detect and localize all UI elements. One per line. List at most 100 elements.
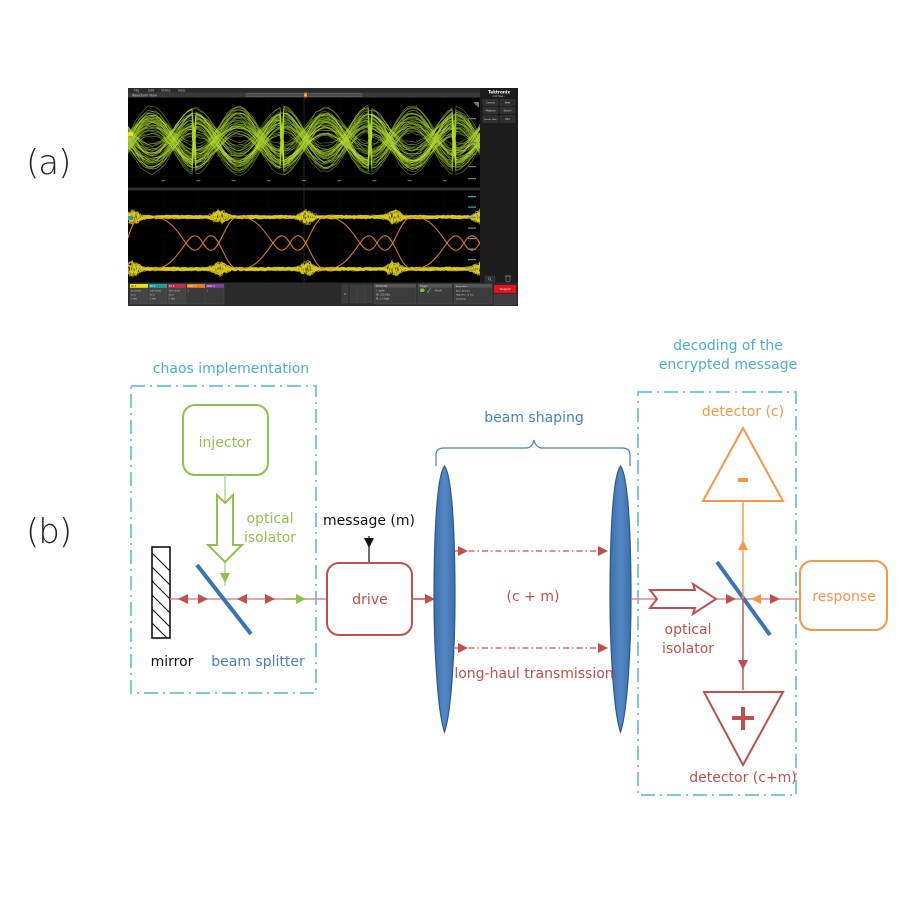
- channel-2-marker[interactable]: [128, 216, 133, 220]
- voltage-tick-label: [468, 206, 476, 208]
- menu-help[interactable]: Help: [178, 89, 185, 93]
- beam-splitter-1[interactable]: [195, 563, 253, 636]
- pane-corner-icon[interactable]: [473, 102, 479, 108]
- trigger-badge-header: [418, 284, 452, 288]
- lens-2[interactable]: [609, 464, 632, 734]
- add-new-channel-buttons: 8: [341, 284, 373, 304]
- channel-badge-value: 200 mV/div: [150, 291, 162, 293]
- measure-button[interactable]: [482, 107, 499, 114]
- lens-1[interactable]: [433, 464, 456, 734]
- transmission-ray-lower-start-arrow: [458, 643, 468, 653]
- channel-badge-math-1[interactable]: Math 11: [186, 283, 206, 305]
- note-button[interactable]: [499, 99, 516, 106]
- message-arrowhead: [364, 538, 374, 548]
- results-table-button[interactable]: [482, 115, 499, 123]
- decoding-title-line1: decoding of the: [673, 338, 783, 354]
- zoom-icon[interactable]: [484, 275, 496, 283]
- menu-utility[interactable]: Utility: [161, 89, 170, 93]
- rail-trace: [128, 258, 481, 276]
- channel-badge-value: 50 Ω: [169, 295, 174, 297]
- detector-cm-beam-arrowhead: [738, 660, 748, 670]
- measure-button-label: Measure: [486, 109, 496, 112]
- cursors-button-label: Cursors: [486, 101, 496, 104]
- drive-output-arrowhead: [425, 594, 435, 604]
- time-tick-label: [442, 180, 447, 182]
- voltage-tick-label: [468, 227, 476, 229]
- eye-trace: [128, 130, 481, 163]
- chaos-implementation-box: [130, 385, 317, 694]
- panel-label-a: (a): [26, 143, 71, 183]
- pane-separator[interactable]: [128, 187, 480, 191]
- horizontal-badge-header: [374, 284, 416, 288]
- plot-button-label: Plot: [505, 118, 509, 121]
- time-tick-label: [231, 180, 236, 182]
- oscilloscope-screenshot: File Edit Utility Help Waveform View: [128, 88, 518, 306]
- channel-badge-label: Ch 1: [131, 285, 137, 288]
- beam-arrow-back: [237, 594, 247, 604]
- channel-badge-math-2[interactable]: Math 21: [205, 283, 225, 305]
- waveform-view-title: Waveform View: [132, 94, 157, 98]
- detector-c-triangle[interactable]: [701, 425, 785, 502]
- voltage-tick-label: [468, 238, 476, 240]
- time-tick-label: [266, 180, 271, 182]
- channel-badge-value: 50 Ω: [131, 295, 136, 297]
- acquisition-resolution: High Res: 12 bits: [456, 294, 474, 297]
- search-button[interactable]: [499, 107, 516, 114]
- eye-trace: [128, 121, 481, 152]
- beam-shaping-title: beam shaping: [484, 410, 583, 426]
- cursors-button[interactable]: [482, 99, 499, 106]
- date-time-display: [493, 294, 517, 305]
- eye-trace: [128, 132, 481, 160]
- optical-isolator-2-label-line1: optical: [665, 622, 712, 638]
- menu-file[interactable]: File: [134, 89, 139, 93]
- menu-edit[interactable]: Edit: [148, 89, 155, 93]
- mirror-label: mirror: [151, 654, 194, 670]
- run-stop-status-button[interactable]: [494, 285, 516, 293]
- time-tick-label: [302, 180, 306, 182]
- transmission-ray-upper-start-arrow: [458, 546, 468, 556]
- add-ref-button[interactable]: [357, 284, 365, 304]
- response-box[interactable]: [799, 560, 888, 631]
- plot-button[interactable]: [499, 115, 516, 123]
- channel-badge-value: 50 Ω: [150, 295, 155, 297]
- channel-badge-header: [206, 284, 224, 288]
- transition-trace: [326, 216, 413, 270]
- injector-label: injector: [199, 435, 252, 451]
- add-math-button[interactable]: [349, 284, 358, 304]
- channel-1-marker[interactable]: [128, 132, 133, 136]
- voltage-tick-label: [468, 154, 476, 156]
- eye-trace: [128, 116, 481, 172]
- beam-shaping-brace: [435, 439, 631, 466]
- acquisition-badge-header: [454, 284, 492, 288]
- search-button-label: Search: [504, 109, 512, 112]
- add-channel-button[interactable]: [341, 284, 349, 304]
- beam-arrow-from-mirror: [198, 594, 208, 604]
- voltage-tick-label: [468, 259, 476, 261]
- horizontal-scale: 1 ns/div: [376, 290, 385, 293]
- add-bus-button[interactable]: [364, 284, 373, 304]
- upper-time-tick-labels: [161, 118, 476, 182]
- mirror[interactable]: [151, 546, 171, 639]
- voltage-tick-label: [468, 248, 476, 250]
- channel-badge-value: 1: [188, 291, 190, 293]
- channel-badge-value: 500 mV/div: [169, 291, 181, 293]
- detector-cm-plus-horizontal: [732, 716, 754, 720]
- detector-c-label: detector (c): [702, 404, 784, 420]
- transition-trace: [128, 216, 141, 239]
- message-label: message (m): [323, 513, 415, 529]
- menu-bar: [128, 88, 518, 93]
- eye-trace: [128, 112, 481, 153]
- trigger-edge-icon: [427, 288, 431, 293]
- beam-splitter-label: beam splitter: [211, 654, 305, 670]
- response-label: response: [812, 589, 876, 605]
- channel-badge-label: Ch 3: [169, 285, 175, 288]
- channel-badge-value: 1 GHz: [131, 299, 137, 301]
- response-beam-arrowhead: [751, 594, 761, 604]
- run-stop-status-label: Stopped: [500, 287, 511, 291]
- horizontal-record-length: RL: 1.5 kpts: [376, 298, 390, 301]
- transition-trace: [239, 216, 326, 270]
- trash-icon[interactable]: [505, 275, 511, 282]
